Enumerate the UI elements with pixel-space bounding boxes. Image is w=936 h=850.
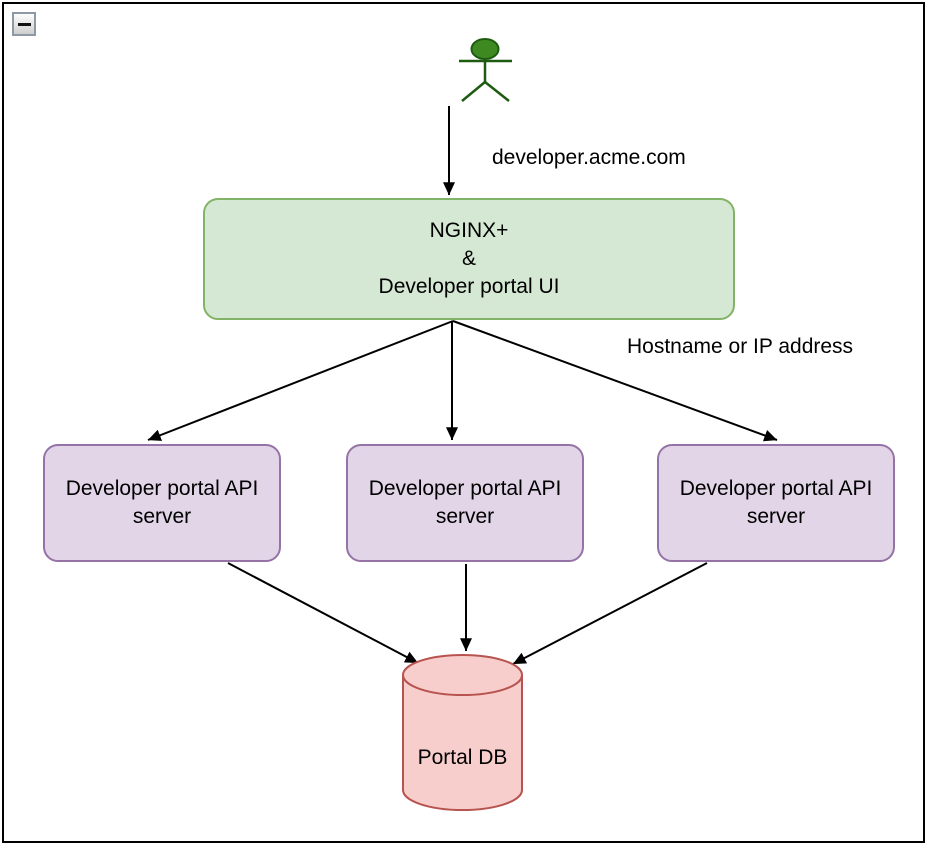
gateway-label-line1: NGINX+ <box>429 219 509 242</box>
api-server-node-1[interactable]: Developer portal API server <box>43 444 281 562</box>
gateway-label-line3: Developer portal UI <box>378 275 560 298</box>
actor-leg-right <box>484 81 510 102</box>
edge-label-developer-acme: developer.acme.com <box>492 146 686 169</box>
database-cylinder-body <box>402 675 523 811</box>
api-server-label: Developer portal API server <box>368 477 562 528</box>
api-server-node-2[interactable]: Developer portal API server <box>346 444 584 562</box>
database-cylinder-top <box>402 654 523 696</box>
user-actor-icon[interactable] <box>459 38 512 102</box>
actor-leg-left <box>461 81 486 102</box>
edge-server-1-to-db <box>227 562 419 664</box>
api-server-label: Developer portal API server <box>65 477 259 528</box>
api-server-node-3[interactable]: Developer portal API server <box>657 444 895 562</box>
actor-head <box>470 38 500 60</box>
edge-gateway-to-server-3 <box>452 320 778 442</box>
api-server-label: Developer portal API server <box>679 477 873 528</box>
edge-gateway-to-server-1 <box>147 320 454 441</box>
database-cylinder[interactable] <box>402 654 523 811</box>
gateway-node[interactable]: NGINX+ & Developer portal UI <box>203 198 735 320</box>
gateway-label-line2: & <box>461 247 476 270</box>
minus-icon <box>17 22 31 26</box>
collapse-button[interactable] <box>12 12 36 36</box>
edge-label-hostname-or-ip: Hostname or IP address <box>627 335 854 358</box>
database-label: Portal DB <box>417 746 508 769</box>
edge-server-3-to-db <box>512 562 708 665</box>
